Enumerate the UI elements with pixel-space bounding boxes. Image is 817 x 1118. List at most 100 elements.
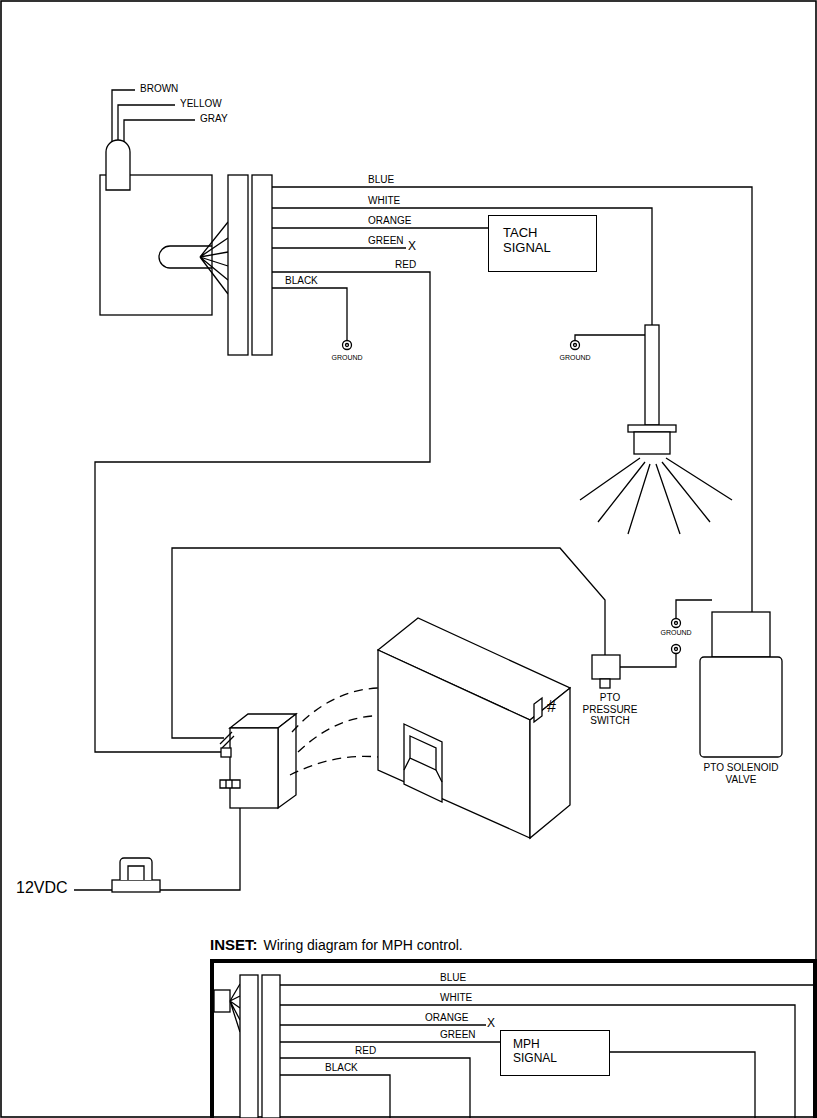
work-light [580, 458, 732, 534]
work-light [634, 432, 670, 454]
part-name: PTO SOLENOID VALVE [695, 762, 787, 785]
ground-symbol [574, 344, 577, 347]
wire-color: YELLOW [180, 98, 222, 110]
controller-box [100, 140, 228, 315]
controller-box [159, 246, 212, 268]
inset-connector [214, 975, 280, 1118]
inset-frame [212, 961, 815, 1118]
work-light [645, 325, 659, 425]
harness-wires [272, 208, 652, 325]
work-light [580, 325, 732, 534]
pressure-switch [592, 655, 620, 688]
power-feed [74, 808, 240, 892]
ground-symbol [346, 344, 349, 347]
inset-frame [212, 961, 815, 1118]
work-light [628, 425, 676, 432]
part-name: PTO PRESSURE SWITCH [572, 692, 648, 727]
switch-panel [404, 758, 442, 782]
controller-box [106, 140, 130, 190]
solenoid-valve [700, 657, 782, 757]
harness-wires [95, 187, 752, 752]
power-feed [128, 866, 144, 880]
wire-color: ORANGE [368, 215, 411, 227]
switch-panel [410, 736, 436, 770]
inset-caption: Wiring diagram for MPH control. [264, 937, 463, 953]
wire-color: ORANGE [425, 1012, 468, 1024]
ground-symbol [620, 653, 676, 667]
ground-label: GROUND [331, 354, 362, 362]
solenoid-valve [700, 612, 782, 757]
voltage-label: 12VDC [16, 879, 68, 897]
ground-symbol [672, 645, 681, 654]
relay-box [221, 748, 231, 757]
wire-color: RED [395, 259, 416, 271]
inset-connector [230, 984, 240, 1032]
wire-color: GREEN [440, 1029, 476, 1041]
wire-color: BLUE [440, 972, 466, 984]
inset-connector [240, 975, 258, 1118]
wire-color: BROWN [140, 83, 178, 95]
ground-symbol [675, 622, 678, 625]
ground-symbol [343, 341, 352, 350]
relay-box [278, 714, 296, 808]
power-feed [74, 808, 240, 890]
callout-symbol: # [547, 698, 556, 716]
wire-color: BLACK [325, 1062, 358, 1074]
harness-wires [272, 288, 347, 340]
harness-wires [272, 227, 488, 228]
relay-box [220, 714, 296, 808]
inset-wires [280, 1075, 390, 1118]
inset-wires [280, 1041, 500, 1042]
wire-color: BLUE [368, 174, 394, 186]
inset-connector [214, 990, 230, 1012]
pressure-switch [592, 655, 620, 679]
switch-panel [378, 650, 530, 838]
box-label: TACH SIGNAL [489, 216, 565, 256]
relay-box [220, 780, 240, 788]
box-label: MPH SIGNAL [501, 1031, 569, 1066]
controller-box [200, 222, 228, 294]
wire-color: GRAY [200, 113, 228, 125]
pressure-switch [600, 679, 610, 688]
inset-connector [262, 975, 280, 1118]
switch-panel [378, 618, 570, 838]
ground-label: GROUND [660, 629, 691, 637]
ground-symbol [672, 619, 681, 628]
signal-box: MPH SIGNAL [500, 1030, 610, 1076]
inset-wires [280, 985, 813, 1118]
ground-label: GROUND [559, 354, 590, 362]
wireless-link [298, 716, 390, 752]
relay-box [230, 728, 278, 808]
cut-mark: X [408, 240, 416, 254]
signal-box: TACH SIGNAL [488, 215, 597, 272]
ground-symbol [571, 341, 580, 350]
switch-panel [534, 698, 542, 722]
inset-heading: INSET: [210, 936, 258, 953]
wire-color: BLACK [285, 275, 318, 287]
wire-color: WHITE [440, 992, 472, 1004]
solenoid-valve [712, 612, 770, 657]
inset-wires [280, 1024, 486, 1025]
power-feed [112, 880, 160, 892]
connector-block [228, 175, 272, 355]
ground-symbol [575, 335, 645, 341]
ground-symbol [676, 600, 712, 619]
switch-panel [404, 724, 442, 802]
wire-color: GREEN [368, 235, 404, 247]
power-feed [120, 858, 152, 880]
switch-panel [530, 688, 570, 838]
wire-color: RED [355, 1045, 376, 1057]
connector-block [228, 175, 248, 355]
wire-color: WHITE [368, 195, 400, 207]
inset-wires [280, 1005, 795, 1118]
controller-box [100, 175, 212, 315]
inset-wires [280, 984, 813, 985]
inset-wires [280, 1058, 470, 1118]
cut-mark: X [487, 1017, 495, 1031]
ground-symbol [675, 648, 678, 651]
harness-wires [272, 247, 406, 248]
inset-wires [610, 1052, 755, 1118]
relay-box [220, 732, 234, 748]
